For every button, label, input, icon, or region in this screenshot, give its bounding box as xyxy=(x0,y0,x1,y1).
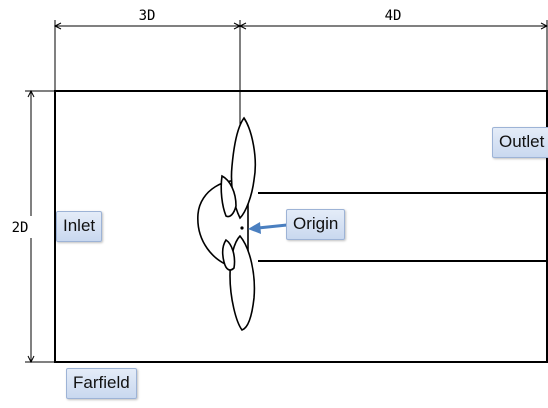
propeller xyxy=(197,116,257,331)
inlet-label: Inlet xyxy=(56,211,103,242)
outlet-label: Outlet xyxy=(492,127,548,158)
dimension-2d-background xyxy=(10,216,32,238)
dimension-3d-label: 3D xyxy=(139,8,156,24)
propeller-blade-lower xyxy=(229,234,256,331)
propeller-blade-upper xyxy=(230,116,257,220)
dimension-4d-label: 4D xyxy=(385,8,402,24)
farfield-label: Farfield xyxy=(66,368,137,399)
propeller-blade-mid xyxy=(220,174,237,218)
domain-boundary xyxy=(54,90,548,363)
origin-label: Origin xyxy=(286,209,346,240)
origin-arrow xyxy=(248,222,288,234)
dimension-2d-label: 2D xyxy=(12,220,29,236)
origin-point xyxy=(240,226,244,230)
top-dimension xyxy=(53,20,548,205)
propeller-blade-lower-inner xyxy=(221,238,236,271)
shaft-channel xyxy=(258,192,547,262)
